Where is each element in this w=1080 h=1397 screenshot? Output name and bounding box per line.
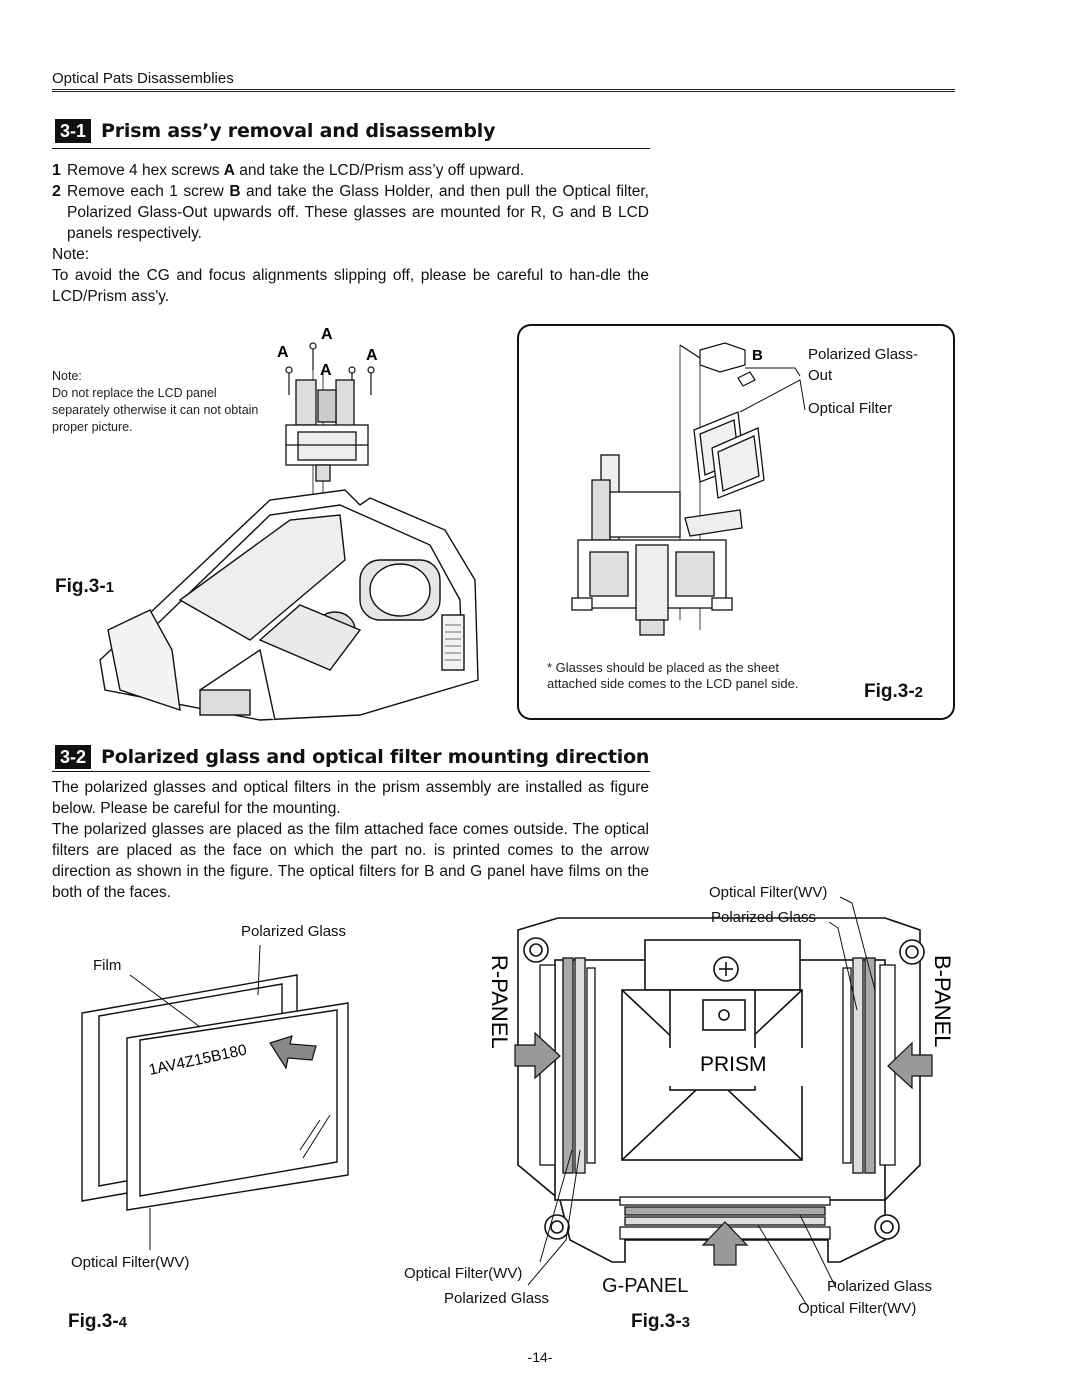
fig3-g-panel-label: G-PANEL — [602, 1275, 689, 1297]
fig4-label-film: Film — [93, 957, 122, 974]
fig4-arrow — [269, 1035, 317, 1070]
fig3-b-arrow — [887, 1041, 933, 1090]
fig2-box — [517, 324, 955, 720]
fig1-screw-label-center: A — [320, 362, 332, 379]
fig4-leader-lines — [129, 944, 261, 1250]
fig3-label-polarized-glass-br: Polarized Glass — [827, 1278, 933, 1295]
fig3-r-arrow — [514, 1031, 561, 1080]
fig1-screw-label-top: A — [321, 326, 333, 343]
fig2-label-optical-filter: Optical Filter — [808, 400, 893, 417]
section-1-rule — [52, 148, 650, 149]
step-1: 1 Remove 4 hex screws A and take the LCD… — [52, 160, 649, 181]
fig1-screw-label-right: A — [366, 347, 378, 364]
step-2-key: B — [229, 183, 241, 200]
step-1-pre: Remove 4 hex screws — [67, 162, 224, 179]
section-2-body: The polarized glasses and optical filter… — [52, 777, 649, 903]
fig4-caption-main: Fig.3- — [68, 1311, 119, 1332]
section-2-rule — [52, 771, 650, 772]
fig1-caption-main: Fig.3- — [55, 576, 106, 597]
note-label: Note: — [52, 246, 90, 263]
fig3-arrows — [514, 1031, 933, 1266]
fig3-prism — [621, 989, 805, 1161]
fig4-caption: Fig.3-4 — [68, 1311, 127, 1333]
section-2-para-1: The polarized glasses and optical filter… — [52, 779, 649, 817]
note-text: To avoid the CG and focus alignments sli… — [52, 267, 649, 305]
page-number: -14- — [527, 1349, 553, 1365]
fig2-caption: Fig.3-2 — [864, 681, 923, 703]
fig2-leader-lines — [739, 367, 806, 413]
fig4-caption-num: 4 — [118, 1314, 128, 1331]
fig3-prism-label: PRISM — [700, 1053, 767, 1076]
section-2-heading: 3-2 Polarized glass and optical filter m… — [55, 745, 649, 769]
fig3-r-panel-label: R-PANEL — [487, 955, 512, 1049]
fig2-caption-main: Fig.3- — [864, 681, 915, 702]
fig1-note-text: Do not replace the LCD panel separately … — [52, 386, 259, 434]
fig4-label-optical-filter: Optical Filter(WV) — [71, 1254, 190, 1271]
fig3-b-panel-glasses — [842, 957, 896, 1174]
fig2-glass-sheets — [693, 411, 765, 499]
fig2-prism-assembly — [571, 454, 743, 636]
fig1-screw-label-left: A — [277, 344, 289, 361]
fig1-note: Note: Do not replace the LCD panel separ… — [52, 368, 267, 436]
fig3-b-panel-label: B-PANEL — [930, 955, 955, 1048]
fig3-label-optical-filter-br: Optical Filter(WV) — [798, 1300, 917, 1317]
section-1-body: 1 Remove 4 hex screws A and take the LCD… — [52, 160, 649, 307]
step-1-text: Remove 4 hex screws A and take the LCD/P… — [67, 160, 524, 181]
fig1-projector-body — [99, 489, 479, 721]
section-1-badge: 3-1 — [55, 119, 92, 143]
fig1-note-label: Note: — [52, 369, 82, 383]
fig3-g-arrow — [701, 1221, 749, 1266]
running-header: Optical Pats Disassemblies — [52, 70, 234, 87]
fig3-label-optical-filter-top: Optical Filter(WV) — [709, 884, 828, 901]
section-1-heading: 3-1 Prism ass’y removal and disassembly — [55, 119, 495, 143]
fig3-leader-lines — [527, 896, 876, 1308]
step-2-pre: Remove each 1 screw — [67, 183, 230, 200]
fig2-caption-num: 2 — [914, 684, 924, 701]
section-2-badge: 3-2 — [55, 745, 92, 769]
fig1-caption-num: 1 — [105, 579, 115, 596]
fig3-label-polarized-glass-top: Polarized Glass — [711, 909, 817, 926]
section-2-para-2: The polarized glasses are placed as the … — [52, 821, 649, 901]
step-2: 2 Remove each 1 screw B and take the Gla… — [52, 181, 649, 244]
fig4-label-polarized-glass: Polarized Glass — [241, 923, 347, 940]
step-2-number: 2 — [52, 183, 61, 200]
fig2-screw-label: B — [752, 347, 763, 364]
fig3-caption-num: 3 — [681, 1314, 691, 1331]
step-2-post: and take the Glass Holder, and then pull… — [67, 183, 649, 242]
step-1-post: and take the LCD/Prism ass’y off upward. — [234, 162, 525, 179]
step-1-number: 1 — [52, 162, 61, 179]
step-2-text: Remove each 1 screw B and take the Glass… — [67, 181, 649, 244]
section-2-title: Polarized glass and optical filter mount… — [101, 746, 650, 768]
section-1-title: Prism ass’y removal and disassembly — [101, 120, 496, 142]
fig3-label-optical-filter-bl: Optical Filter(WV) — [404, 1265, 523, 1282]
fig1-prism-assembly — [285, 379, 369, 482]
fig2-footnote: * Glasses should be placed as the sheet … — [547, 660, 799, 691]
fig3-label-polarized-glass-bl: Polarized Glass — [444, 1290, 550, 1307]
fig3-caption-main: Fig.3- — [631, 1311, 682, 1332]
step-1-key: A — [223, 162, 235, 179]
header-rule — [52, 89, 955, 92]
fig2-label-polarized-out: Polarized Glass- Out — [808, 346, 919, 384]
fig1-caption: Fig.3-1 — [55, 576, 114, 598]
fig3-caption: Fig.3-3 — [631, 1311, 690, 1333]
